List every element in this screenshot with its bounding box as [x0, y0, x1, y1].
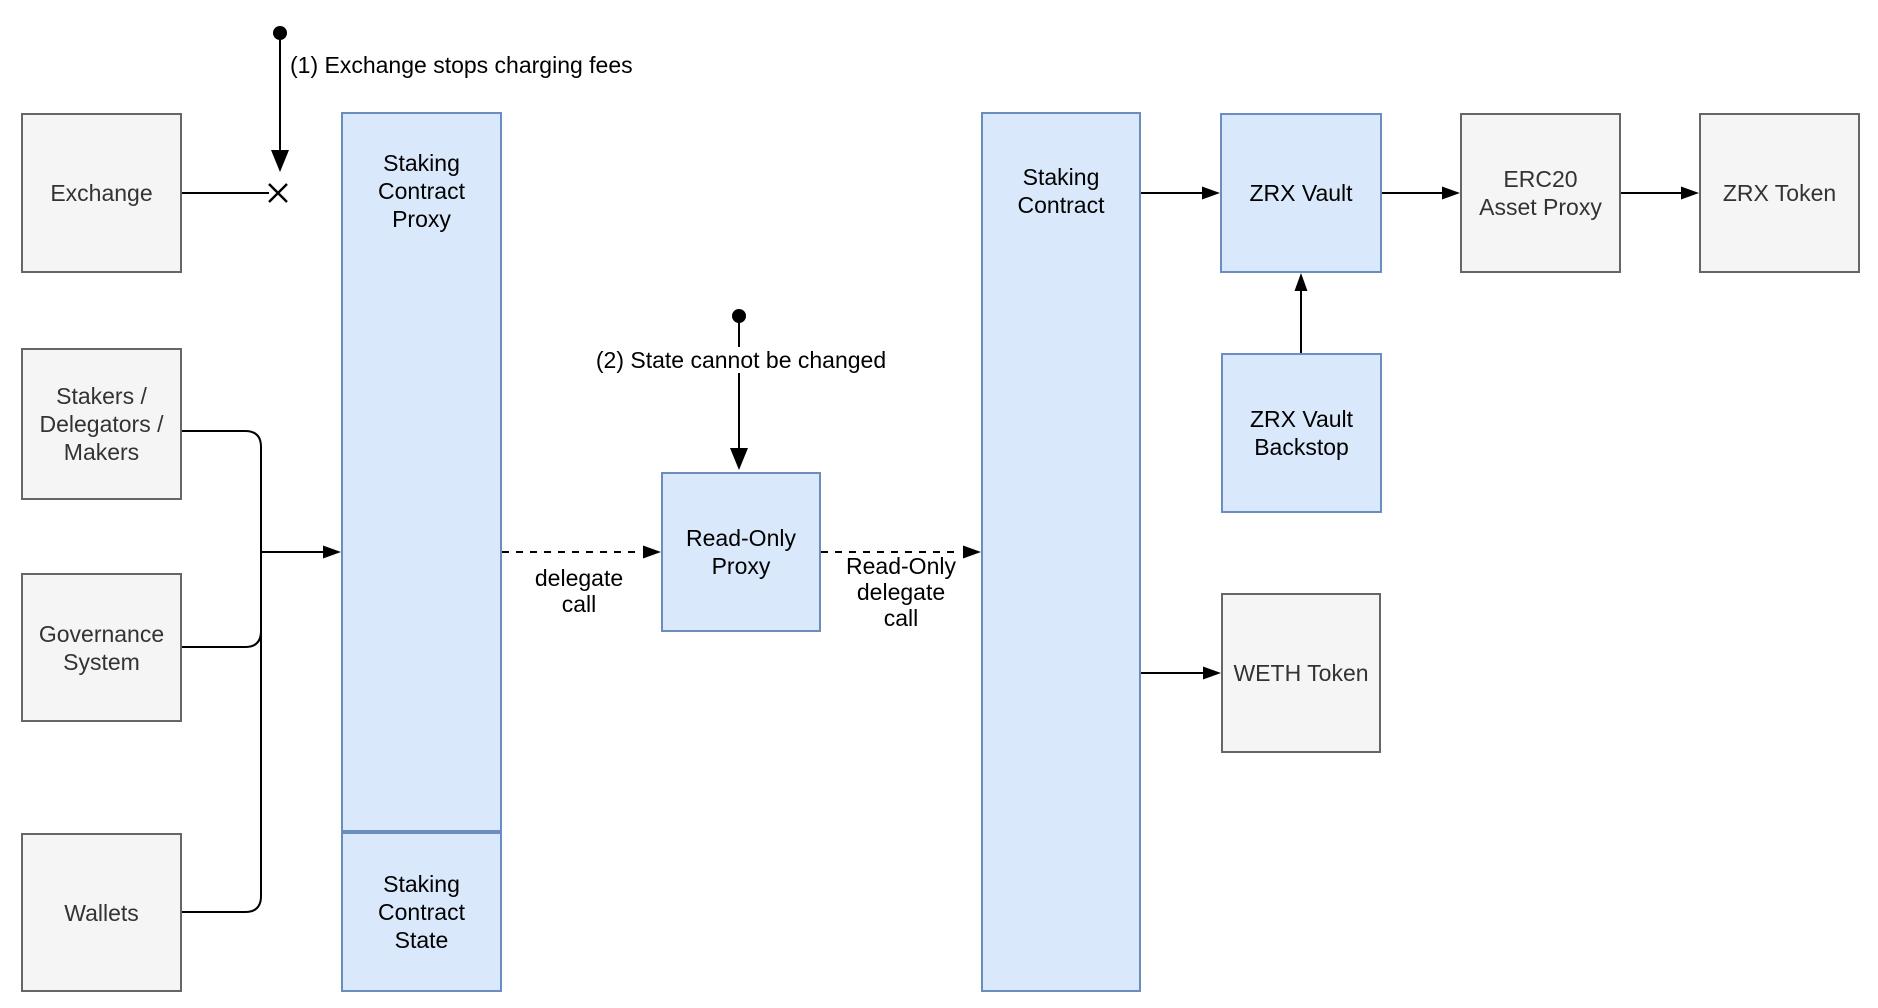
trunk-to-proxy-arrowhead-icon — [323, 545, 341, 559]
node-governance-label: Governance System — [38, 620, 165, 675]
node-staking-contract: Staking Contract — [981, 112, 1141, 992]
node-staking-contract-proxy-label: Staking Contract Proxy — [378, 150, 465, 232]
node-governance-system: Governance System — [21, 573, 182, 722]
staking-to-weth-arrowhead-icon — [1203, 666, 1221, 680]
node-zrx-vault: ZRX Vault — [1220, 113, 1382, 273]
node-wallets-label: Wallets — [64, 899, 139, 926]
node-read-only-proxy: Read-Only Proxy — [661, 472, 821, 632]
node-weth-token: WETH Token — [1221, 593, 1381, 753]
severed-connection-x-icon — [268, 183, 288, 203]
connector-actors-trunk — [182, 430, 262, 913]
node-zrx-vault-backstop: ZRX Vault Backstop — [1221, 353, 1382, 513]
zrxvault-to-erc20-arrowhead-icon — [1442, 186, 1460, 200]
node-staking-contract-state: Staking Contract State — [341, 832, 502, 992]
node-zrx-token: ZRX Token — [1699, 113, 1860, 273]
note1-endpoint-dot-icon — [273, 26, 287, 40]
node-zrx-token-label: ZRX Token — [1722, 180, 1837, 206]
node-staking-contract-proxy: Staking Contract Proxy — [341, 112, 502, 832]
backstop-to-zrxvault-arrowhead-icon — [1294, 273, 1308, 291]
readonly-to-staking-arrowhead-icon — [963, 545, 981, 559]
node-read-only-proxy-label: Read-Only Proxy — [686, 525, 796, 579]
note2-endpoint-dot-icon — [732, 309, 746, 323]
note2-arrowhead-icon — [730, 448, 748, 470]
node-stakers-label: Stakers / Delegators / Makers — [39, 383, 164, 465]
node-zrx-vault-backstop-label: ZRX Vault Backstop — [1249, 406, 1354, 460]
erc20-to-zrxtoken-arrowhead-icon — [1681, 186, 1699, 200]
edge-label-read-only-delegate-call: Read-Only delegate call — [843, 553, 959, 631]
node-wallets: Wallets — [21, 833, 182, 992]
node-staking-contract-state-label: Staking Contract State — [378, 871, 465, 953]
annotation-2: (2) State cannot be changed — [592, 347, 890, 373]
node-exchange: Exchange — [21, 113, 182, 273]
note1-arrowhead-icon — [271, 150, 289, 172]
node-erc20-asset-proxy-label: ERC20 Asset Proxy — [1479, 166, 1602, 220]
node-weth-token-label: WETH Token — [1233, 660, 1369, 686]
node-exchange-label: Exchange — [50, 180, 153, 206]
annotation-1: (1) Exchange stops charging fees — [287, 52, 636, 78]
node-stakers-delegators-makers: Stakers / Delegators / Makers — [21, 348, 182, 500]
proxy-to-readonly-arrowhead-icon — [643, 545, 661, 559]
connector-governance-merge — [182, 630, 262, 648]
node-staking-contract-label: Staking Contract — [1017, 164, 1105, 218]
edge-label-delegate-call: delegate call — [531, 565, 627, 617]
node-zrx-vault-label: ZRX Vault — [1249, 180, 1353, 206]
staking-to-zrxvault-arrowhead-icon — [1202, 186, 1220, 200]
node-erc20-asset-proxy: ERC20 Asset Proxy — [1460, 113, 1621, 273]
